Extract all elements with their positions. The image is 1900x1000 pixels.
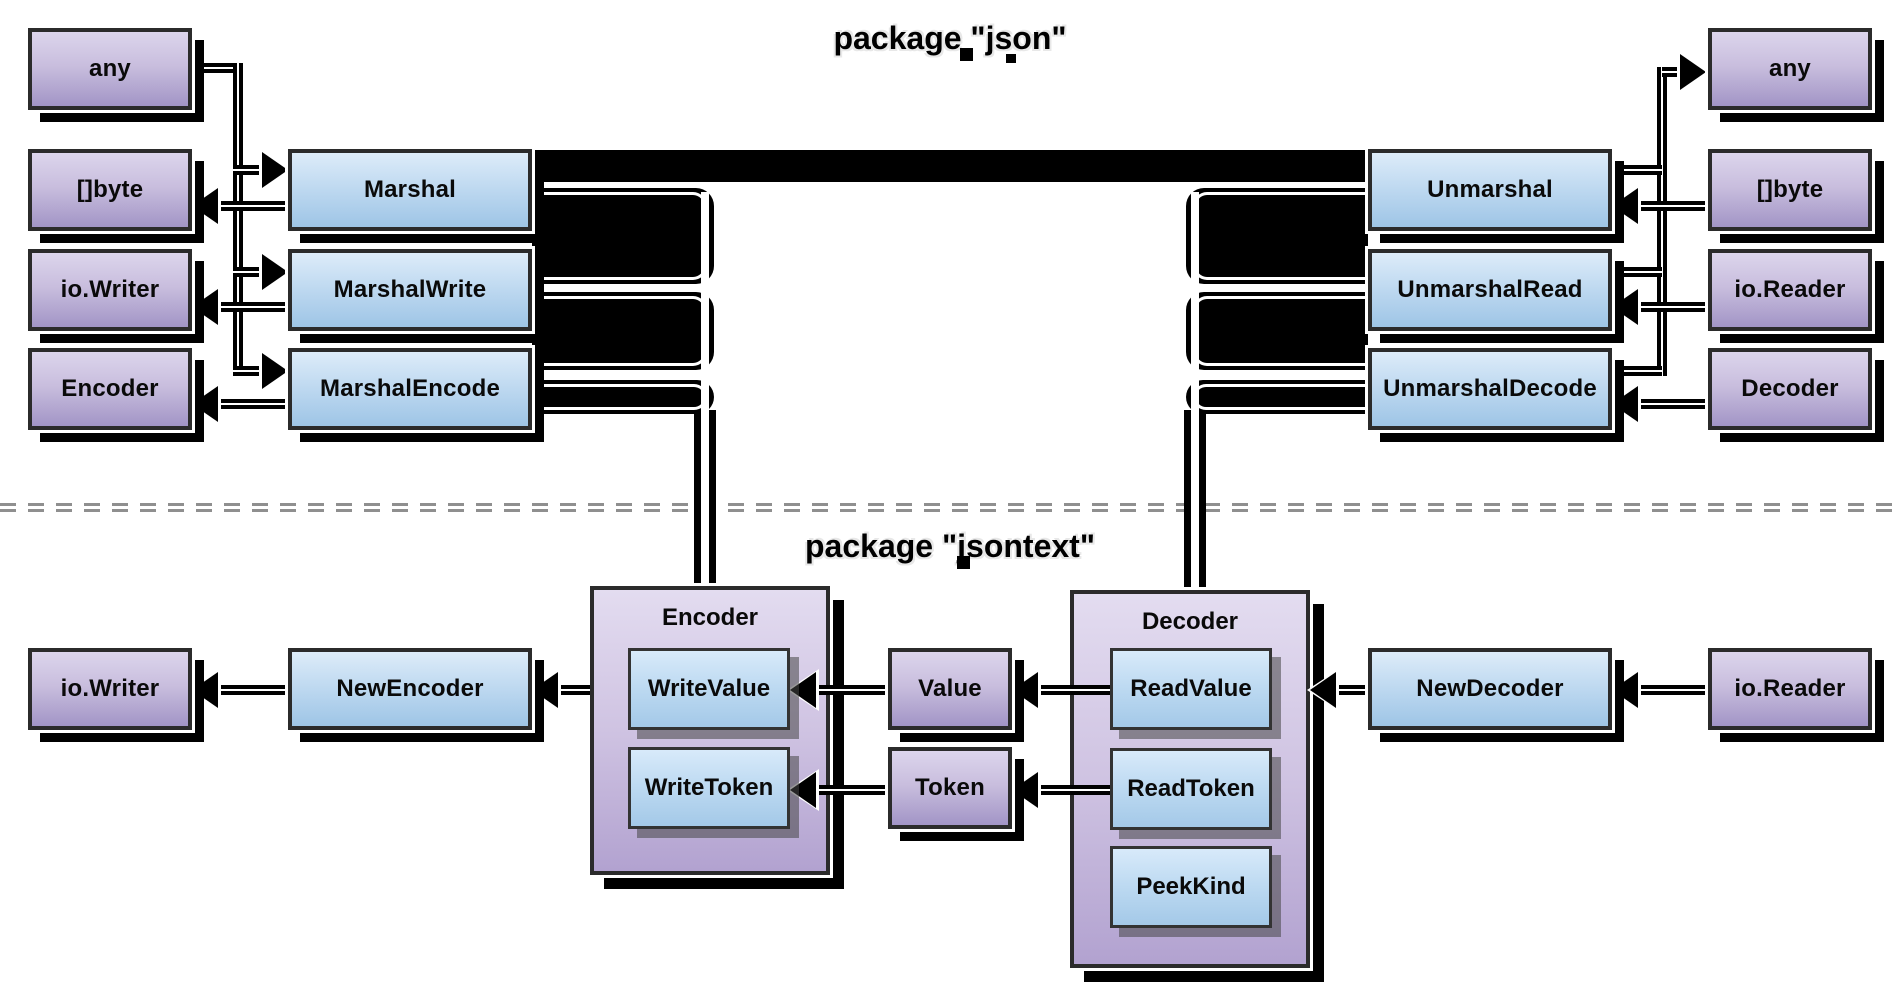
type-box-value: Value xyxy=(885,645,1015,733)
line-unmarshaldecode-up xyxy=(1612,366,1662,376)
method-box-readvalue: ReadValue xyxy=(1110,648,1272,730)
line-value-to-writevalue xyxy=(816,685,888,695)
type-box-iowriter-top: io.Writer xyxy=(25,246,195,334)
type-box-ioreader-top: io.Reader xyxy=(1705,246,1875,334)
type-box-bytes-left: []byte xyxy=(25,146,195,234)
line-marshalencode-to-encoder xyxy=(218,399,288,409)
line-unmarshalread-up xyxy=(1612,267,1662,277)
type-box-decoder-top: Decoder xyxy=(1705,345,1875,433)
line-marshal-to-bytes xyxy=(218,201,288,211)
arrowhead-into-newencoder xyxy=(532,672,558,708)
connector-blob-marshalencode xyxy=(532,380,714,414)
line-newencoder-to-iowriter xyxy=(218,685,288,695)
type-box-any-right: any xyxy=(1705,25,1875,113)
type-box-ioreader-bottom: io.Reader xyxy=(1705,645,1875,733)
method-box-readtoken: ReadToken xyxy=(1110,748,1272,830)
line-decoder-to-unmarshaldecode xyxy=(1638,399,1708,409)
connector-blob-marshalwrite xyxy=(532,292,714,370)
line-any-vertical xyxy=(233,63,243,376)
function-box-marshalwrite: MarshalWrite xyxy=(285,246,535,334)
function-box-unmarshal: Unmarshal xyxy=(1365,146,1615,234)
method-box-peekkind: PeekKind xyxy=(1110,846,1272,928)
connector-bar-marshal-unmarshal xyxy=(532,150,1368,182)
line-ioreader-to-newdecoder xyxy=(1638,685,1708,695)
line-to-any-right xyxy=(1662,67,1680,77)
line-marshalwrite-to-iowriter xyxy=(218,302,288,312)
arrowhead-into-value xyxy=(1012,672,1038,708)
connector-blob-marshal xyxy=(532,188,714,284)
line-unmarshal-up xyxy=(1612,165,1662,175)
package-json-title: package "json" xyxy=(833,20,1067,56)
connector-pipe-highlight xyxy=(701,192,709,588)
function-box-newdecoder: NewDecoder xyxy=(1365,645,1615,733)
arrowhead-into-newdecoder xyxy=(1612,672,1638,708)
type-box-iowriter-bottom: io.Writer xyxy=(25,645,195,733)
title-artifact-square xyxy=(960,48,973,61)
title-artifact-square xyxy=(957,556,970,569)
connector-blob-unmarshal xyxy=(1186,188,1368,284)
function-box-marshalencode: MarshalEncode xyxy=(285,345,535,433)
line-bytes-to-unmarshal xyxy=(1638,201,1708,211)
line-any-to-marshalencode xyxy=(233,366,262,376)
type-box-encoder-top: Encoder xyxy=(25,345,195,433)
function-box-newencoder: NewEncoder xyxy=(285,645,535,733)
method-box-writetoken: WriteToken xyxy=(628,747,790,829)
encoder-container: Encoder xyxy=(587,583,833,878)
type-box-bytes-right: []byte xyxy=(1705,146,1875,234)
decoder-container-title: Decoder xyxy=(1141,608,1239,635)
arrowhead-into-writevalue xyxy=(790,672,816,708)
encoder-container-title: Encoder xyxy=(661,604,759,631)
connector-blob-unmarshalread xyxy=(1186,292,1368,370)
method-box-writevalue: WriteValue xyxy=(628,648,790,730)
line-token-to-writetoken xyxy=(816,785,888,795)
line-any-to-marshalwrite xyxy=(233,267,262,277)
line-readtoken-to-token xyxy=(1038,785,1110,795)
line-encoder-to-newencoder xyxy=(558,685,590,695)
arrowhead-into-unmarshaldecode xyxy=(1612,386,1638,422)
arrowhead-into-unmarshalread xyxy=(1612,289,1638,325)
line-readvalue-to-value xyxy=(1038,685,1110,695)
arrowhead-into-iowriter-bottom xyxy=(192,672,218,708)
connector-blob-unmarshaldecode xyxy=(1186,380,1368,414)
package-divider-dashed-line xyxy=(0,503,1900,512)
arrowhead-into-marshal xyxy=(262,152,288,188)
line-unmarshal-vertical xyxy=(1657,67,1667,376)
line-any-to-marshal xyxy=(233,165,262,175)
type-box-any-left: any xyxy=(25,25,195,113)
line-newdecoder-to-decoder xyxy=(1336,685,1368,695)
function-box-marshal: Marshal xyxy=(285,146,535,234)
type-box-token: Token xyxy=(885,744,1015,832)
arrowhead-into-any-right xyxy=(1680,54,1706,90)
connector-pipe-highlight xyxy=(1191,192,1199,592)
arrowhead-into-marshalwrite xyxy=(262,254,288,290)
arrowhead-into-encoder-type xyxy=(192,386,218,422)
arrowhead-into-token xyxy=(1012,772,1038,808)
arrowhead-into-marshalencode xyxy=(262,353,288,389)
title-artifact-square xyxy=(1006,54,1016,63)
line-any-out xyxy=(190,63,243,73)
arrowhead-into-iowriter xyxy=(192,289,218,325)
arrowhead-into-unmarshal xyxy=(1612,188,1638,224)
line-ioreader-to-unmarshalread xyxy=(1638,302,1708,312)
arrowhead-into-bytes xyxy=(192,188,218,224)
function-box-unmarshalread: UnmarshalRead xyxy=(1365,246,1615,334)
arrowhead-into-writetoken xyxy=(790,772,816,808)
package-jsontext-title: package "jsontext" xyxy=(805,528,1095,564)
arrowhead-into-decoder-container xyxy=(1310,672,1336,708)
function-box-unmarshaldecode: UnmarshalDecode xyxy=(1365,345,1615,433)
